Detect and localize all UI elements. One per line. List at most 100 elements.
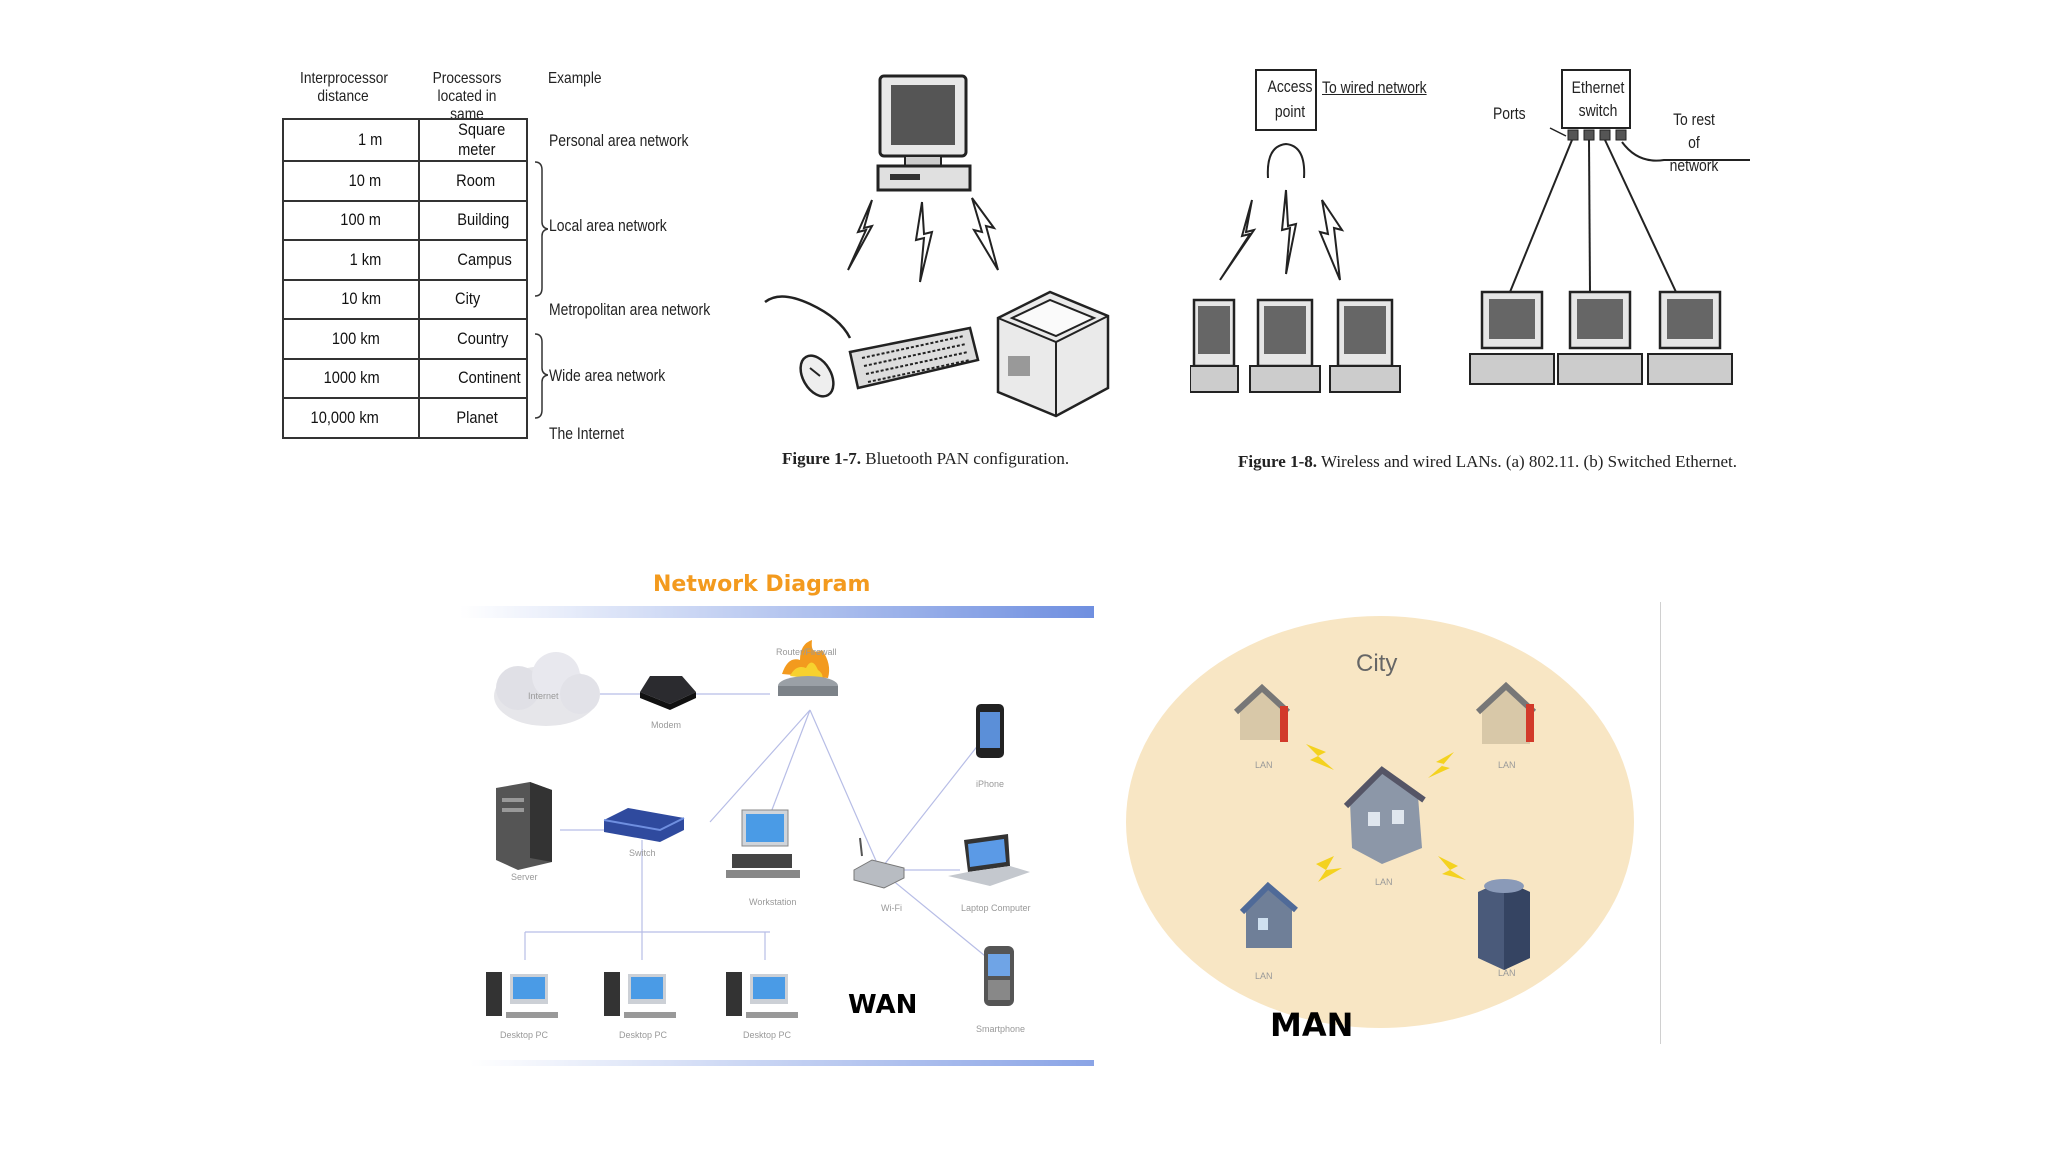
- desktop-computer-icon: [1557, 290, 1643, 385]
- switch-icon: [603, 808, 685, 842]
- house-icon: [1475, 681, 1537, 744]
- distance-cell: 100 m: [340, 210, 381, 230]
- modem-label: Modem: [651, 720, 682, 730]
- desktop-computer-icon: [876, 74, 972, 192]
- table-row: 1 m Square meter: [281, 118, 528, 162]
- internet-label: Internet: [528, 691, 559, 701]
- desktop-computer-icon: [1469, 290, 1555, 385]
- server-label: Server: [511, 872, 538, 882]
- table-row: 100 km Country: [281, 318, 528, 360]
- keyboard-icon: [848, 326, 980, 390]
- smartphone-icon: [984, 946, 1014, 1006]
- uplink-cable: [1621, 141, 1750, 162]
- wifi-label: Wi-Fi: [881, 903, 902, 913]
- bluetooth-pan-drawing: [764, 74, 1110, 418]
- lans-drawing: [1190, 69, 1750, 393]
- antenna-icon: [1266, 142, 1306, 179]
- example-man: Metropolitan area network: [549, 300, 711, 319]
- location-cell: Room: [456, 170, 496, 190]
- location-cell: Country: [457, 328, 509, 348]
- scale-table: 1 m Square meter 10 m Room 100 m Building 1…: [281, 118, 528, 439]
- desktop-pc-icon: [726, 972, 798, 1018]
- phone-icon: [976, 704, 1004, 758]
- distance-cell: 1 m: [357, 130, 383, 149]
- lan-label: LAN: [1498, 968, 1516, 978]
- header-processors: Processors located in same: [432, 70, 502, 123]
- switch-cables: [1509, 139, 1677, 293]
- wireless-link-icon: [1306, 744, 1466, 882]
- network-diagram-title: Network Diagram: [653, 572, 871, 597]
- cloud-icon: [494, 652, 600, 726]
- bottom-rule: [470, 1060, 1094, 1066]
- switch-label: Switch: [629, 848, 656, 858]
- example-lan: Local area network: [549, 216, 667, 235]
- to-wired-network-label: To wired network: [1322, 78, 1427, 97]
- wireless-signal-icon: [847, 197, 999, 283]
- desktop-pc-label: Desktop PC: [743, 1030, 792, 1040]
- network-diagram-drawing: [486, 640, 1030, 1018]
- desktop-pc-icon: [486, 972, 558, 1018]
- ports-pointer: [1549, 127, 1567, 137]
- location-cell: Building: [457, 210, 510, 230]
- figure-1-8-caption: Figure 1-8. Wireless and wired LANs. (a)…: [1238, 452, 1737, 471]
- city-drawing: [1126, 616, 1634, 1028]
- house-icon: [1233, 683, 1291, 742]
- lan-label: LAN: [1255, 760, 1273, 770]
- example-pan: Personal area network: [549, 131, 689, 150]
- wifi-router-icon: [853, 837, 905, 889]
- smartphone-label: Smartphone: [976, 1024, 1026, 1034]
- laptop-label: Laptop Computer: [961, 903, 1031, 913]
- office-tower-icon: [1478, 879, 1530, 970]
- iphone-label: iPhone: [976, 779, 1005, 789]
- distance-cell: 1 km: [349, 249, 382, 269]
- distance-cell: 10 km: [341, 289, 381, 309]
- grouping-braces: [534, 161, 548, 419]
- city-label: City: [1356, 650, 1398, 677]
- laptop-icon: [1249, 298, 1321, 393]
- router-label: Router/Firewall: [776, 647, 837, 657]
- workstation-label: Workstation: [749, 897, 797, 907]
- modem-icon: [640, 676, 696, 710]
- mouse-icon: [764, 295, 852, 398]
- wan-label: WAN: [848, 990, 918, 1020]
- port-icon: [1567, 129, 1627, 141]
- header-distance: Interprocessor distance: [300, 70, 388, 105]
- location-cell: Square meter: [458, 120, 506, 159]
- distance-cell: 10,000 km: [310, 407, 379, 427]
- desktop-pc-icon: [604, 972, 676, 1018]
- firewall-icon: [778, 640, 838, 696]
- printer-icon: [996, 290, 1110, 418]
- divider-line: [1660, 602, 1661, 1044]
- distance-cell: 10 m: [349, 170, 382, 190]
- building-icon: [1343, 766, 1426, 864]
- access-point-label: Access point: [1267, 77, 1313, 121]
- table-row: 1 km Campus: [281, 239, 528, 281]
- wireless-signal-icon: [1219, 189, 1345, 281]
- distance-cell: 100 km: [332, 328, 381, 348]
- ethernet-switch-box: [1561, 69, 1631, 129]
- location-cell: Campus: [457, 249, 513, 269]
- example-wan: Wide area network: [549, 366, 666, 385]
- man-label: MAN: [1270, 1006, 1354, 1044]
- desktop-pc-label: Desktop PC: [619, 1030, 668, 1040]
- figure-1-7-caption: Figure 1-7. Bluetooth PAN configuration.: [782, 449, 1070, 468]
- table-row: 10 m Room: [281, 160, 528, 202]
- laptop-icon: [1329, 298, 1401, 393]
- ports-label: Ports: [1493, 104, 1526, 123]
- lan-label: LAN: [1255, 971, 1273, 981]
- header-example: Example: [548, 70, 602, 87]
- workstation-icon: [726, 809, 800, 878]
- lan-label: LAN: [1498, 760, 1516, 770]
- to-rest-of-network-label: To rest of network: [1669, 110, 1719, 175]
- laptop-icon: [948, 834, 1030, 886]
- desktop-computer-icon: [1647, 290, 1733, 385]
- table-row: 100 m Building: [281, 199, 528, 241]
- table-row: 10 km City: [281, 278, 528, 320]
- access-point-box: [1255, 69, 1317, 131]
- laptop-icon: [1190, 298, 1239, 393]
- desktop-pc-label: Desktop PC: [500, 1030, 549, 1040]
- location-cell: Continent: [458, 368, 521, 388]
- location-cell: City: [455, 289, 481, 309]
- location-cell: Planet: [456, 407, 499, 427]
